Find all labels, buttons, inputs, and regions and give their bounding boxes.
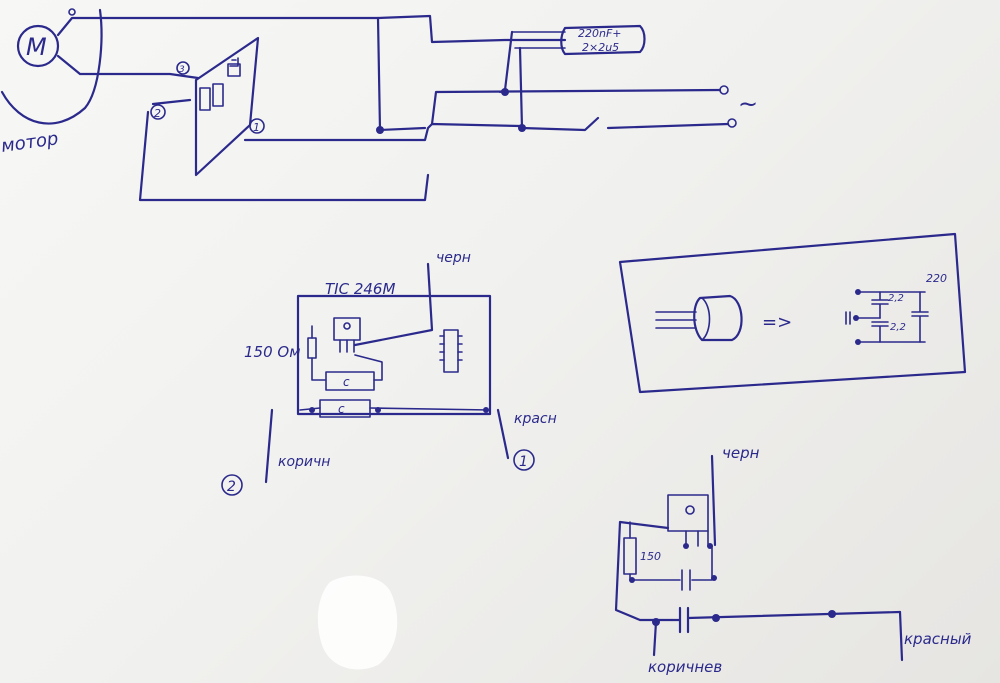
capacitor-c2-letter: c <box>338 402 345 416</box>
node-2-circle-lower <box>221 474 243 496</box>
board-component-b <box>212 83 224 107</box>
detail-triac-hole <box>685 505 695 515</box>
board-traces <box>299 354 491 411</box>
wire-motor-to-node3 <box>56 54 200 80</box>
equivalence-frame <box>618 232 967 394</box>
node-1-label-lower: 1 <box>519 454 528 470</box>
resistor-leads <box>311 325 326 381</box>
wire-node1 <box>243 122 522 142</box>
equiv-total-label: 220 <box>926 272 947 285</box>
equiv-rails <box>857 291 926 343</box>
detail-node-a <box>683 543 689 549</box>
motor-label: мотор <box>0 128 60 157</box>
detail-triac-legs <box>685 530 709 547</box>
equiv-node-mid <box>853 315 859 321</box>
equiv-cap-bottom-label: 2,2 <box>890 322 906 333</box>
wire-brown <box>264 408 274 484</box>
board-triac <box>227 63 241 77</box>
equiv-input-mark <box>845 311 851 325</box>
equiv-node-bottom <box>855 339 861 345</box>
board-outline <box>296 294 492 416</box>
cylinder-cap <box>693 294 743 342</box>
chip-package <box>443 329 459 373</box>
wire-black <box>353 262 434 347</box>
cap-value-line2: 2×2u5 <box>582 41 619 54</box>
detail-triac <box>667 494 709 532</box>
motor-circle <box>16 24 60 68</box>
node-3-circle <box>176 61 190 75</box>
board-node-right <box>483 407 489 413</box>
node-3-label: 3 <box>179 65 185 75</box>
motor-housing-curve <box>0 8 103 125</box>
cylinder-leads <box>655 311 697 329</box>
wire-mains-top <box>430 88 722 126</box>
equiv-cap-top-label: 2,2 <box>888 293 904 304</box>
middle-board: TIC 246M черн 150 Ом c c коричн 2 красн … <box>221 250 557 496</box>
mains-terminal-top <box>719 85 729 95</box>
wire-vertical-378 <box>376 16 382 132</box>
resistor-value-label: 150 Ом <box>244 343 301 361</box>
wire-brown-label: коричн <box>278 454 330 470</box>
detail-resistor <box>623 537 637 575</box>
correction-blob <box>317 575 398 670</box>
cap-leads-down <box>498 30 524 130</box>
equiv-caps-series <box>871 291 889 343</box>
board-triac-detail <box>229 57 239 67</box>
board-node-left <box>309 407 315 413</box>
wire-red <box>496 408 510 460</box>
detail-red-label: красный <box>904 630 972 648</box>
triac-model-label: TIC 246M <box>325 280 395 298</box>
detail-circuit: черн 150 коричнев красный <box>614 444 972 676</box>
ac-symbol: ~ <box>738 90 758 118</box>
node-1-label: 1 <box>253 121 260 134</box>
node-2-label-lower: 2 <box>227 479 236 495</box>
detail-brown-label: коричнев <box>648 658 722 676</box>
detail-wire-brown <box>652 620 658 657</box>
triac-hole <box>343 322 351 330</box>
cap-value-line1: 220nF+ <box>578 27 622 40</box>
detail-cap-small <box>681 569 691 591</box>
detail-node-f <box>712 614 720 622</box>
wire-mains-bottom-switch <box>520 116 730 132</box>
node-1-circle-lower <box>513 449 535 471</box>
top-circuit: M мотор 3 2 1 220nF+ 2×2u5 <box>0 8 758 202</box>
mains-terminal-bottom <box>727 118 737 128</box>
capacitor-c1 <box>325 371 375 391</box>
motor-symbol: M <box>26 33 47 61</box>
board-component-a <box>199 87 211 111</box>
capacitor-block <box>560 24 646 56</box>
equiv-node-top <box>855 289 861 295</box>
board-diagonal <box>194 36 260 177</box>
chip-pins <box>439 335 463 361</box>
equivalence-box: => 2,2 2,2 220 <box>618 232 967 394</box>
cylinder-cap-face <box>701 297 711 341</box>
motor-terminal <box>68 8 76 16</box>
detail-wire-red <box>898 610 904 662</box>
wire-black-label: черн <box>436 250 471 266</box>
node-2-circle <box>150 104 166 120</box>
detail-node-c <box>629 577 635 583</box>
equiv-arrow: => <box>762 312 792 333</box>
triac-legs <box>339 339 355 353</box>
detail-wire-black <box>710 454 717 547</box>
board-node-mid <box>375 407 381 413</box>
wire-node2-loop <box>138 98 430 202</box>
wire-red-label: красн <box>514 411 557 427</box>
wire-motor-top <box>56 14 567 44</box>
detail-node-g <box>828 610 836 618</box>
resistor-body <box>307 337 317 359</box>
detail-black-label: черн <box>722 444 760 462</box>
node-2-label: 2 <box>154 107 161 120</box>
detail-cap-main <box>670 606 902 634</box>
correction-fluid <box>317 575 398 670</box>
detail-node-d <box>711 575 717 581</box>
equiv-cap-parallel <box>911 291 929 343</box>
wire-junction-to-bridge <box>378 126 427 132</box>
detail-resistor-label: 150 <box>640 550 661 563</box>
capacitor-leads <box>511 31 566 49</box>
capacitor-c1-letter: c <box>343 375 350 389</box>
node-1-circle <box>249 118 265 134</box>
